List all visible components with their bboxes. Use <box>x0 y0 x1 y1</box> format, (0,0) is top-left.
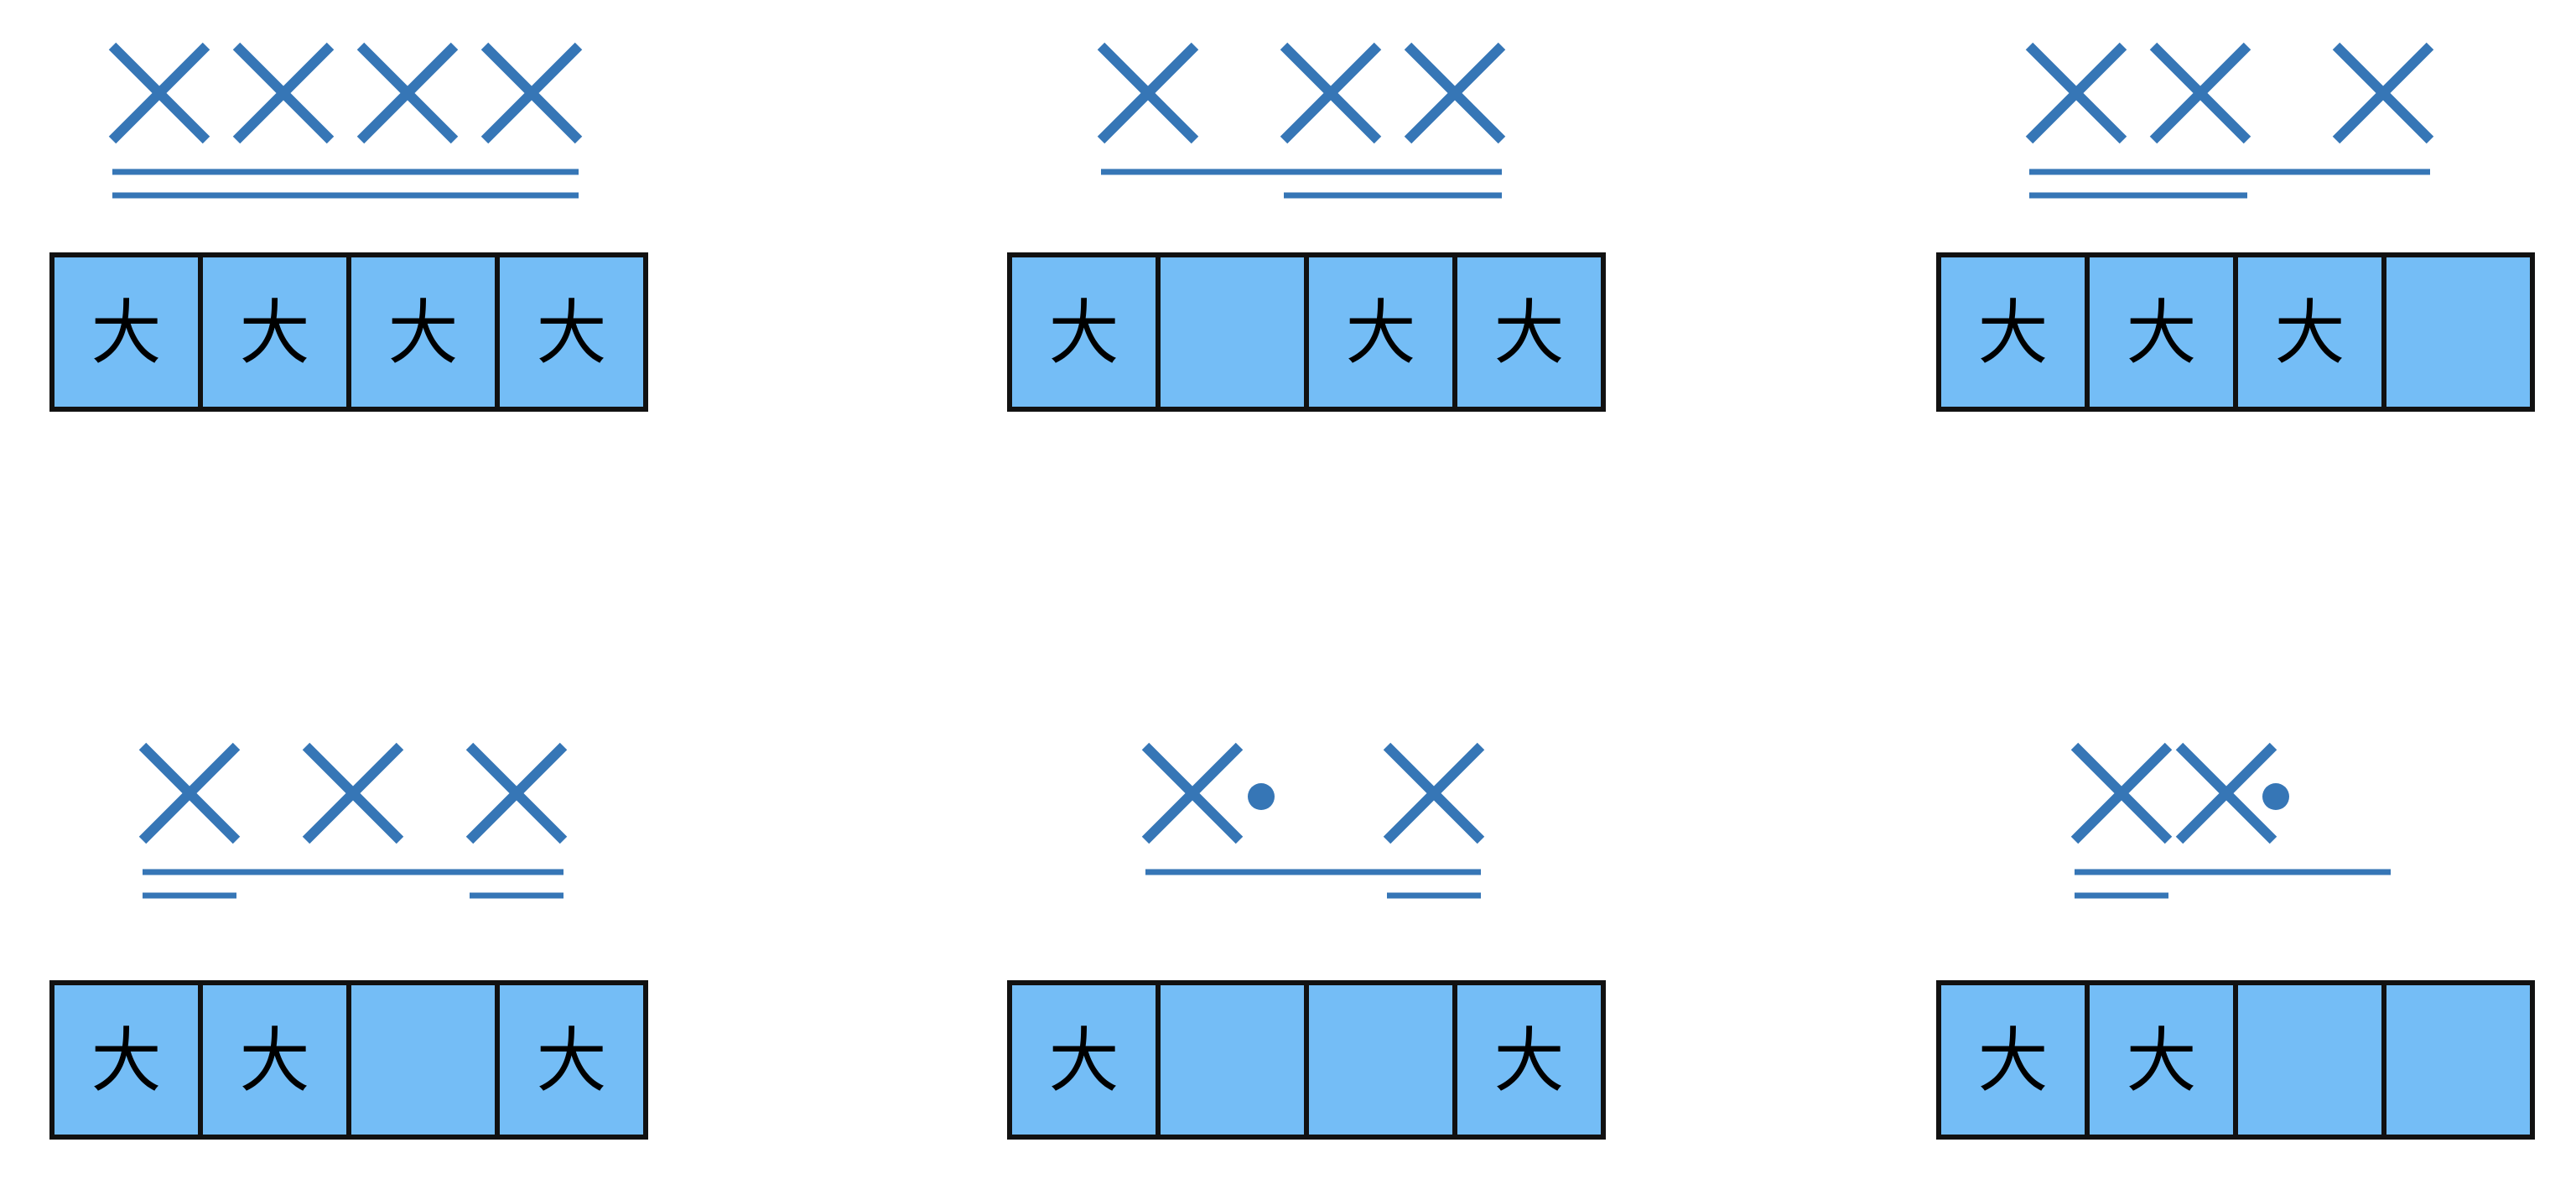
beat-cell-char: 大 <box>2274 292 2345 374</box>
beat-cell-char: 大 <box>1977 1020 2048 1102</box>
beat-cell <box>2381 252 2535 412</box>
beat-cell <box>1156 980 1309 1140</box>
beat-cell <box>2233 252 2386 412</box>
cross-note-icon <box>1383 742 1485 844</box>
dot-icon <box>2262 783 2289 810</box>
beat-cell <box>2381 980 2535 1140</box>
beat-cell <box>49 980 203 1140</box>
beat-cell <box>1452 980 1606 1140</box>
beat-cell <box>1304 980 1457 1140</box>
beat-cell-char: 大 <box>239 1020 309 1102</box>
cross-note-icon <box>1280 42 1382 144</box>
beat-cell-char: 大 <box>387 292 458 374</box>
beat-cell-char: 大 <box>1048 292 1119 374</box>
cross-note-icon <box>108 42 210 144</box>
beat-cell-char: 大 <box>2126 1020 2196 1102</box>
beat-cell-char: 大 <box>91 1020 161 1102</box>
notation-panel: 大大 <box>1007 742 1606 1140</box>
beat-cell <box>495 980 648 1140</box>
beat-cell <box>198 980 351 1140</box>
beat-cell <box>2085 980 2238 1140</box>
beat-cell <box>495 252 648 412</box>
beat-cell-strip: 大大 <box>1936 980 2535 1140</box>
beat-cell-char: 大 <box>1048 1020 1119 1102</box>
cross-note-icon <box>2175 742 2277 844</box>
beat-cell <box>1936 980 2090 1140</box>
beat-cell <box>2233 980 2386 1140</box>
beat-cell <box>1936 252 2090 412</box>
beat-cell-strip: 大大 <box>1007 980 1606 1140</box>
beat-cell-strip: 大大大 <box>49 980 648 1140</box>
cross-note-icon <box>2332 42 2434 144</box>
beat-cell <box>1452 252 1606 412</box>
beat-cell-char: 大 <box>1977 292 2048 374</box>
notation-panel: 大大大 <box>1007 42 1606 412</box>
beat-cell <box>1304 252 1457 412</box>
cross-note-icon <box>480 42 583 144</box>
beat-cell-strip: 大大大 <box>1007 252 1606 412</box>
cross-note-icon <box>1404 42 1506 144</box>
dot-icon <box>1248 783 1275 810</box>
cross-note-icon <box>465 742 568 844</box>
beat-cell <box>1007 980 1161 1140</box>
beat-cell-char: 大 <box>1493 292 1564 374</box>
beat-cell <box>346 252 500 412</box>
beat-cell-char: 大 <box>536 292 606 374</box>
cross-note-icon <box>1097 42 1199 144</box>
notation-panel: 大大大 <box>1936 42 2535 412</box>
cross-note-icon <box>138 742 241 844</box>
beat-cell-char: 大 <box>536 1020 606 1102</box>
notation-panel: 大大大 <box>49 742 648 1140</box>
beat-cell <box>198 252 351 412</box>
cross-note-icon <box>1141 742 1244 844</box>
beat-cell <box>1156 252 1309 412</box>
cross-note-icon <box>232 42 335 144</box>
beat-cell <box>346 980 500 1140</box>
beat-cell-char: 大 <box>1345 292 1415 374</box>
cross-note-icon <box>356 42 459 144</box>
beat-cell-char: 大 <box>2126 292 2196 374</box>
cross-note-icon <box>302 742 404 844</box>
notation-panel: 大大大大 <box>49 42 648 412</box>
beat-cell-char: 大 <box>239 292 309 374</box>
cross-note-icon <box>2025 42 2127 144</box>
beat-cell-strip: 大大大 <box>1936 252 2535 412</box>
beat-cell-strip: 大大大大 <box>49 252 648 412</box>
beat-cell-char: 大 <box>91 292 161 374</box>
cross-note-icon <box>2149 42 2251 144</box>
cross-note-icon <box>2070 742 2173 844</box>
beat-cell-char: 大 <box>1493 1020 1564 1102</box>
notation-panel: 大大 <box>1936 742 2535 1140</box>
